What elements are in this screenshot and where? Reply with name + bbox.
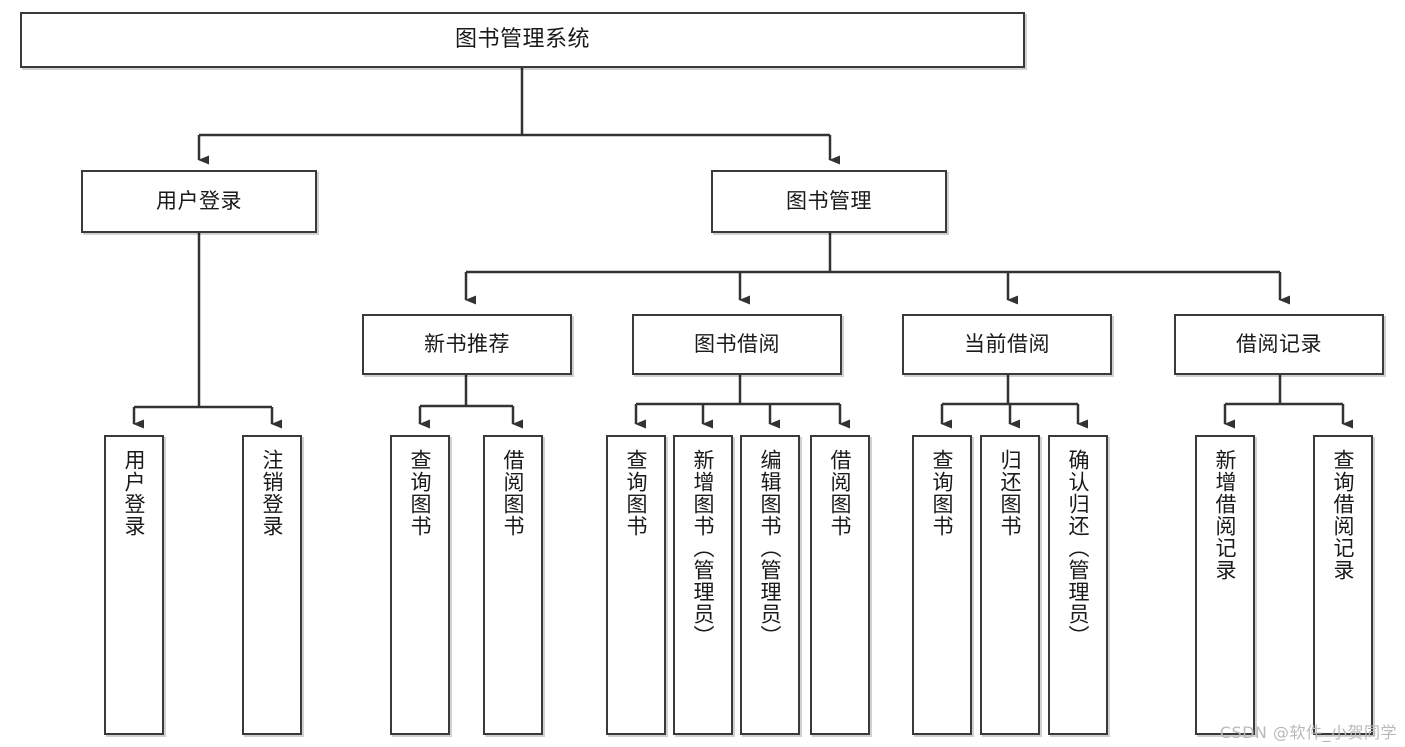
leaf-borrow-record-query[interactable]: 查询借阅记录 [1313,435,1373,735]
node-label: 借阅图书 [828,449,853,537]
node-label: 用户登录 [156,189,242,214]
node-label: 查询图书 [624,449,649,537]
leaf-book-borrow-add[interactable]: 新增图书（管理员） [673,435,733,735]
leaf-current-borrow-return[interactable]: 归还图书 [980,435,1040,735]
node-label: 图书管理系统 [454,27,590,53]
leaf-current-borrow-confirm-return[interactable]: 确认归还（管理员） [1048,435,1108,735]
node-label: 新增借阅记录 [1213,449,1238,581]
node-label: 注销登录 [260,449,285,537]
node-label: 借阅图书 [501,449,526,537]
leaf-book-borrow-edit[interactable]: 编辑图书（管理员） [740,435,800,735]
node-label: 新书推荐 [424,332,510,357]
node-label: 确认归还（管理员） [1066,449,1091,647]
node-book-management[interactable]: 图书管理 [711,170,947,233]
node-label: 编辑图书（管理员） [758,449,783,647]
node-label: 查询图书 [408,449,433,537]
node-label: 查询图书 [930,449,955,537]
node-book-borrow[interactable]: 图书借阅 [632,314,842,375]
node-current-borrow[interactable]: 当前借阅 [902,314,1112,375]
leaf-new-book-borrow[interactable]: 借阅图书 [483,435,543,735]
leaf-book-borrow-lend[interactable]: 借阅图书 [810,435,870,735]
node-label: 图书借阅 [694,332,780,357]
leaf-user-login-signout[interactable]: 注销登录 [242,435,302,735]
node-user-login[interactable]: 用户登录 [81,170,317,233]
node-root-system[interactable]: 图书管理系统 [20,12,1025,68]
node-label: 新增图书（管理员） [691,449,716,647]
node-label: 用户登录 [122,449,147,537]
node-label: 查询借阅记录 [1331,449,1356,581]
leaf-borrow-record-add[interactable]: 新增借阅记录 [1195,435,1255,735]
leaf-book-borrow-query[interactable]: 查询图书 [606,435,666,735]
node-label: 图书管理 [786,189,872,214]
node-new-book-recommend[interactable]: 新书推荐 [362,314,572,375]
node-label: 借阅记录 [1236,332,1322,357]
node-borrow-record[interactable]: 借阅记录 [1174,314,1384,375]
leaf-user-login-signin[interactable]: 用户登录 [104,435,164,735]
node-label: 归还图书 [998,449,1023,537]
leaf-new-book-query[interactable]: 查询图书 [390,435,450,735]
leaf-current-borrow-query[interactable]: 查询图书 [912,435,972,735]
node-label: 当前借阅 [964,332,1050,357]
watermark-text: CSDN @软件_小贺同学 [1219,723,1397,742]
